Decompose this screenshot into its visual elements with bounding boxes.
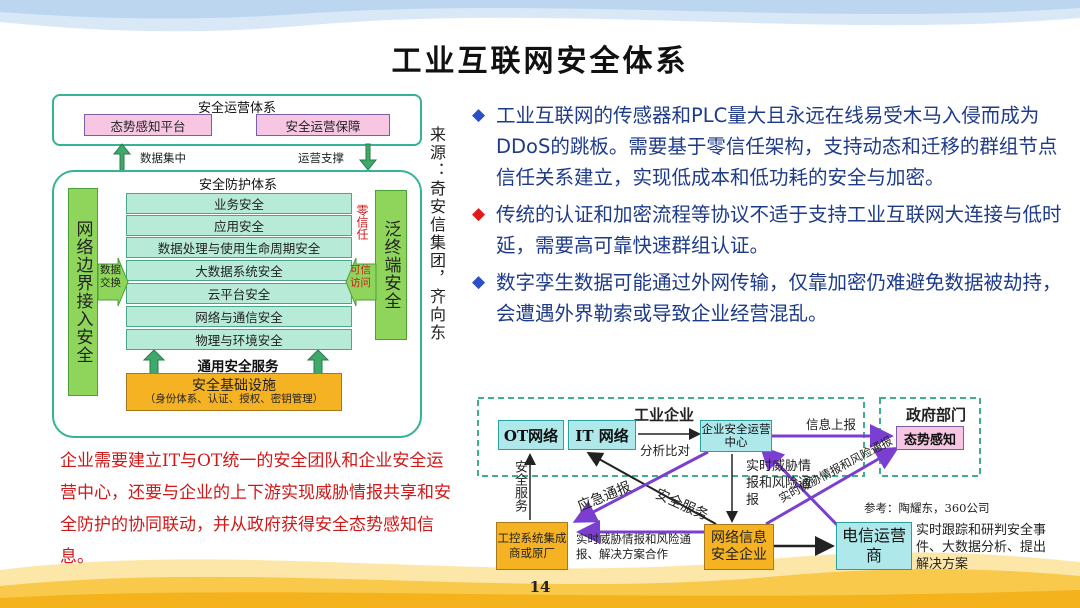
enterprise-label: 工业企业: [634, 406, 695, 424]
security-infrastructure: 安全基础设施 （身份体系、认证、授权、密钥管理）: [126, 373, 342, 411]
ops-arrows: [112, 143, 378, 173]
infra-title: 安全基础设施: [192, 377, 276, 394]
netinfo-security-enterprise-box: 网络信息安全企业: [704, 524, 774, 570]
it-network-box: IT 网络: [568, 420, 636, 450]
government-label: 政府部门: [906, 406, 967, 424]
realtime-threat-label: 实时威胁情报和风险通报: [746, 459, 812, 508]
trusted-access-arrow: [345, 257, 377, 307]
top-wave-decoration: [0, 0, 1080, 32]
bullet-list: ◆ 工业互联网的传感器和PLC量大且永远在线易受木马入侵而成为DDoS的跳板。需…: [472, 100, 1062, 335]
data-exchange-arrow: [97, 257, 129, 307]
protection-system-title: 安全防护体系: [198, 178, 277, 193]
layer-physical: 物理与环境安全: [126, 329, 352, 350]
infra-subtitle: （身份体系、认证、授权、密钥管理）: [144, 392, 324, 405]
bullet-item-2: ◆ 传统的认证和加密流程等协议不适于支持工业互联网大连接与低时延，需要高可靠快速…: [472, 199, 1062, 261]
diamond-bullet-icon: ◆: [472, 105, 486, 125]
telecom-description: 实时跟踪和研判安全事件、大数据分析、提出解决方案: [916, 523, 1047, 572]
network-boundary-access-security: 网络边界接入安全: [68, 188, 98, 396]
ops-system-title: 安全运营体系: [197, 101, 276, 116]
flow-diagram-lines: [477, 397, 981, 556]
zero-trust-label: 零信任: [355, 204, 369, 240]
page-number: 14: [529, 578, 551, 596]
layer-cloud: 云平台安全: [126, 283, 352, 304]
diamond-bullet-icon: ◆: [472, 204, 486, 224]
ops-support-label: 运营支撑: [298, 151, 344, 165]
layer-application: 应用安全: [126, 215, 352, 236]
bullet-item-3: ◆ 数字孪生数据可能通过外网传输，仅靠加密仍难避免数据被劫持，会遭遇外界勒索或导…: [472, 267, 1062, 329]
ops-assurance: 安全运营保障: [256, 114, 390, 136]
layer-bigdata: 大数据系统安全: [126, 260, 352, 281]
ics-integrator-box: 工控系统集成商或原厂: [496, 522, 568, 570]
enterprise-soc-box: 企业安全运营中心: [700, 420, 772, 452]
layer-data-lifecycle: 数据处理与使用生命周期安全: [126, 237, 352, 258]
diamond-bullet-icon: ◆: [472, 272, 486, 292]
bottom-wave-decoration: [0, 552, 1080, 608]
page-title: 工业互联网安全体系: [391, 44, 689, 79]
security-service-vertical-label: 安全服务: [512, 460, 527, 512]
source-note: 来源：奇安信集团，齐向东: [427, 126, 446, 342]
general-services-arrows: [142, 350, 330, 374]
trusted-access-label: 可信访问: [350, 264, 371, 289]
situational-awareness-platform: 态势感知平台: [84, 114, 212, 136]
bullet-item-1: ◆ 工业互联网的传感器和PLC量大且永远在线易受木马入侵而成为DDoS的跳板。需…: [472, 100, 1062, 193]
ot-network-box: OT网络: [498, 420, 564, 450]
telecom-operator-box: 电信运营商: [836, 522, 912, 570]
summary-text: 企业需要建立IT与OT统一的安全团队和企业安全运营中心，还要与企业的上下游实现威…: [60, 451, 451, 567]
layer-network: 网络与通信安全: [126, 306, 352, 327]
info-report-label: 信息上报: [806, 417, 857, 432]
data-exchange-label: 数据交换: [100, 264, 121, 289]
reference-note: 参考：陶耀东，360公司: [864, 501, 990, 515]
ubiquitous-terminal-security: 泛终端安全: [375, 190, 407, 340]
analysis-label: 分析比对: [640, 443, 691, 458]
gov-situational-awareness-box: 态势感知: [896, 426, 964, 450]
layer-business: 业务安全: [126, 193, 352, 214]
threat-share-label: 实时威胁情报和风险通报、解决方案合作: [576, 532, 691, 561]
data-collection-label: 数据集中: [140, 151, 186, 165]
general-security-services: 通用安全服务: [197, 359, 279, 375]
